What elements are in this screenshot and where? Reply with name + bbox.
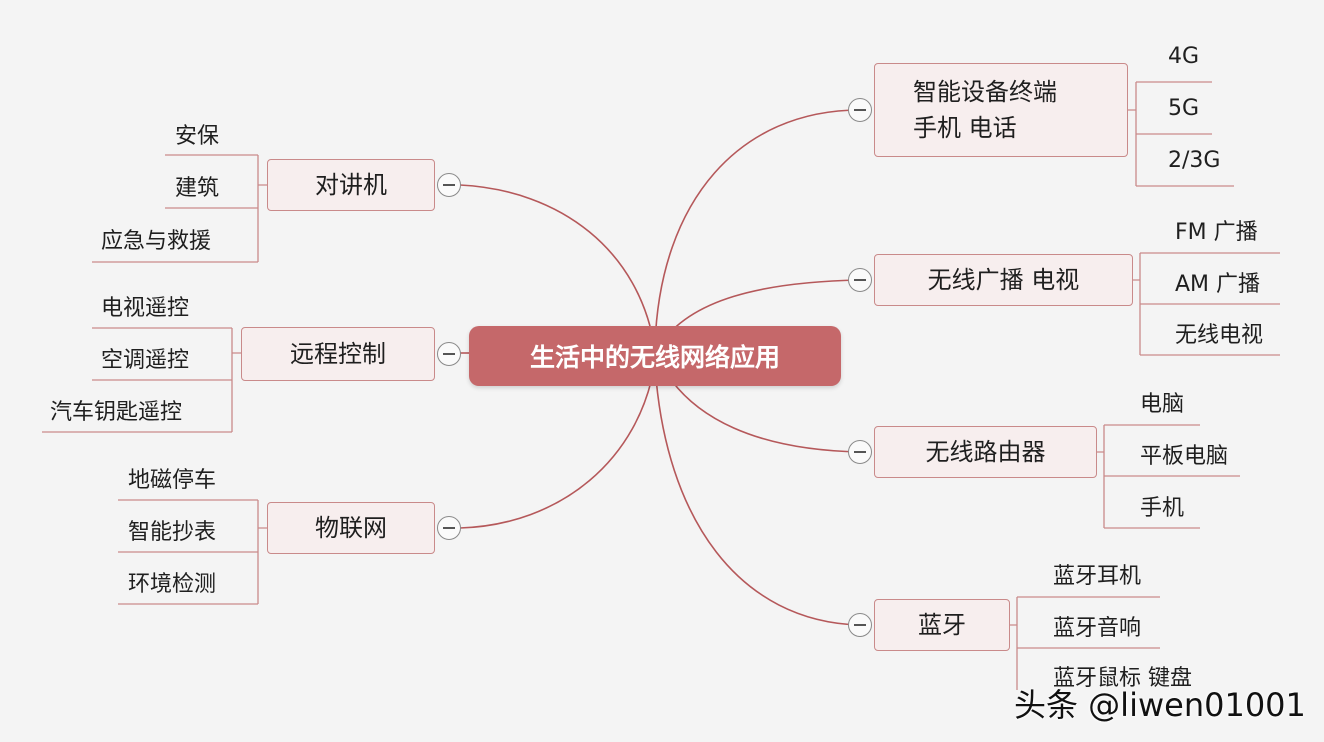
leaf-bluetooth-1: 蓝牙耳机 (1053, 564, 1142, 589)
leaf-broadcast-2: AM 广播 (1175, 272, 1261, 297)
leaf-iot-2: 智能抄表 (128, 520, 217, 545)
collapse-broadcast-icon[interactable] (848, 268, 872, 292)
leaf-intercom-3: 应急与救援 (101, 229, 212, 254)
branch-remote-control[interactable]: 远程控制 (241, 327, 435, 381)
branch-smart-terminal[interactable]: 智能设备终端 手机 电话 (874, 63, 1128, 157)
leaf-intercom-1: 安保 (175, 124, 220, 149)
leaf-smart-terminal-3: 2/3G (1168, 148, 1221, 173)
leaf-remote-3: 汽车钥匙遥控 (50, 400, 183, 425)
leaf-remote-1: 电视遥控 (101, 296, 190, 321)
collapse-router-icon[interactable] (848, 440, 872, 464)
connector-smart-terminal (654, 109, 861, 346)
leaf-bluetooth-3: 蓝牙鼠标 键盘 (1053, 666, 1192, 691)
connector-intercom (459, 184, 656, 351)
collapse-bluetooth-icon[interactable] (848, 613, 872, 637)
connector-iot (459, 361, 656, 529)
branch-bluetooth[interactable]: 蓝牙 (874, 599, 1010, 651)
collapse-remote-control-icon[interactable] (437, 342, 461, 366)
leaf-smart-terminal-1: 4G (1168, 44, 1200, 69)
leaf-remote-2: 空调遥控 (101, 348, 190, 373)
leaf-router-3: 手机 (1140, 496, 1185, 521)
branch-iot-label: 物联网 (315, 514, 387, 542)
leaf-router-2: 平板电脑 (1140, 444, 1229, 469)
branch-bluetooth-label: 蓝牙 (918, 611, 966, 639)
leaf-broadcast-3: 无线电视 (1175, 323, 1264, 348)
branch-broadcast[interactable]: 无线广播 电视 (874, 254, 1133, 306)
connector-bluetooth (654, 364, 861, 626)
leaf-iot-3: 环境检测 (128, 572, 217, 597)
leaf-bluetooth-2: 蓝牙音响 (1053, 616, 1142, 641)
branch-router-label: 无线路由器 (925, 438, 1046, 466)
collapse-intercom-icon[interactable] (437, 173, 461, 197)
branch-smart-terminal-line2: 手机 电话 (913, 114, 1017, 142)
central-topic[interactable]: 生活中的无线网络应用 (469, 326, 841, 386)
branch-intercom-label: 对讲机 (315, 171, 387, 199)
branch-broadcast-label: 无线广播 电视 (927, 266, 1080, 294)
branch-smart-terminal-line1: 智能设备终端 (913, 78, 1057, 106)
branch-iot[interactable]: 物联网 (267, 502, 435, 554)
branch-intercom[interactable]: 对讲机 (267, 159, 435, 211)
leaf-iot-1: 地磁停车 (128, 468, 217, 493)
branch-remote-control-label: 远程控制 (290, 340, 386, 368)
watermark: 头条 @liwen01001 (1014, 686, 1306, 724)
leaf-router-1: 电脑 (1140, 392, 1185, 417)
leaf-broadcast-1: FM 广播 (1175, 220, 1258, 245)
branch-router[interactable]: 无线路由器 (874, 426, 1097, 478)
collapse-smart-terminal-icon[interactable] (848, 98, 872, 122)
leaf-smart-terminal-2: 5G (1168, 96, 1200, 121)
leaf-intercom-2: 建筑 (175, 176, 220, 201)
collapse-iot-icon[interactable] (437, 516, 461, 540)
